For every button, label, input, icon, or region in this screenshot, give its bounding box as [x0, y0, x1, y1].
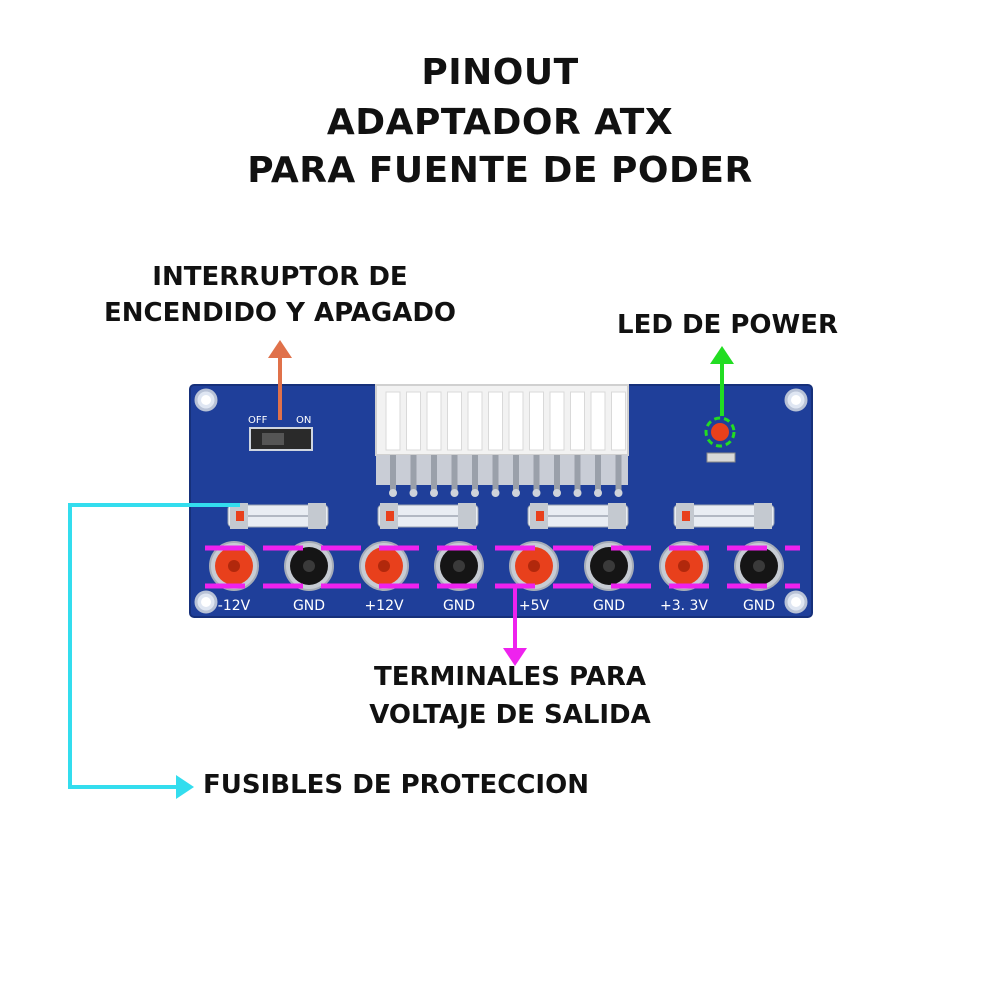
- terminal-6[interactable]: GND: [584, 541, 634, 614]
- terminal-3[interactable]: +12V: [359, 541, 409, 614]
- fuses-arrow: [68, 503, 240, 799]
- terminal-label: GND: [443, 598, 475, 614]
- terminal-label: -12V: [218, 598, 251, 614]
- terminal-row: -12V GND +12V GND +5V GND +3. 3V GND: [209, 541, 784, 614]
- terminal-8[interactable]: GND: [734, 541, 784, 614]
- terminal-label: GND: [293, 598, 325, 614]
- power-switch[interactable]: OFF ON: [248, 415, 313, 451]
- fuse-1: [227, 503, 329, 529]
- terminals-highlight: [205, 545, 800, 589]
- title-line-1: PINOUT: [421, 52, 579, 93]
- terminal-label: +5V: [519, 598, 550, 614]
- fuse-3: [527, 503, 629, 529]
- terminal-4[interactable]: GND: [434, 541, 484, 614]
- power-led: [704, 416, 736, 463]
- switch-label-line-1: INTERRUPTOR DE: [152, 262, 408, 292]
- terminal-1[interactable]: -12V: [209, 541, 259, 614]
- terminals-label-line-1: TERMINALES PARA: [374, 662, 646, 692]
- fuse-2: [377, 503, 479, 529]
- led-label: LED DE POWER: [617, 310, 838, 340]
- terminal-label: GND: [593, 598, 625, 614]
- led-arrow: [710, 346, 734, 416]
- terminals-arrow: [503, 588, 527, 666]
- atx-connector: [375, 384, 629, 497]
- terminal-label: GND: [743, 598, 775, 614]
- terminal-2[interactable]: GND: [284, 541, 334, 614]
- fuses-label: FUSIBLES DE PROTECCION: [203, 770, 589, 800]
- fuse-row: [227, 503, 775, 529]
- terminal-5[interactable]: +5V: [509, 541, 559, 614]
- terminals-label-line-2: VOLTAJE DE SALIDA: [369, 700, 651, 730]
- switch-off-label: OFF: [248, 415, 268, 426]
- fuse-4: [673, 503, 775, 529]
- terminal-label: +3. 3V: [660, 598, 708, 614]
- switch-arrow: [268, 340, 292, 420]
- switch-label-line-2: ENCENDIDO Y APAGADO: [103, 298, 457, 328]
- title-line-3: PARA FUENTE DE PODER: [247, 150, 753, 191]
- title-line-2: ADAPTADOR ATX: [326, 102, 674, 143]
- switch-on-label: ON: [296, 415, 311, 426]
- terminal-7[interactable]: +3. 3V: [659, 541, 709, 614]
- terminal-label: +12V: [364, 598, 404, 614]
- mounting-holes: [194, 388, 808, 614]
